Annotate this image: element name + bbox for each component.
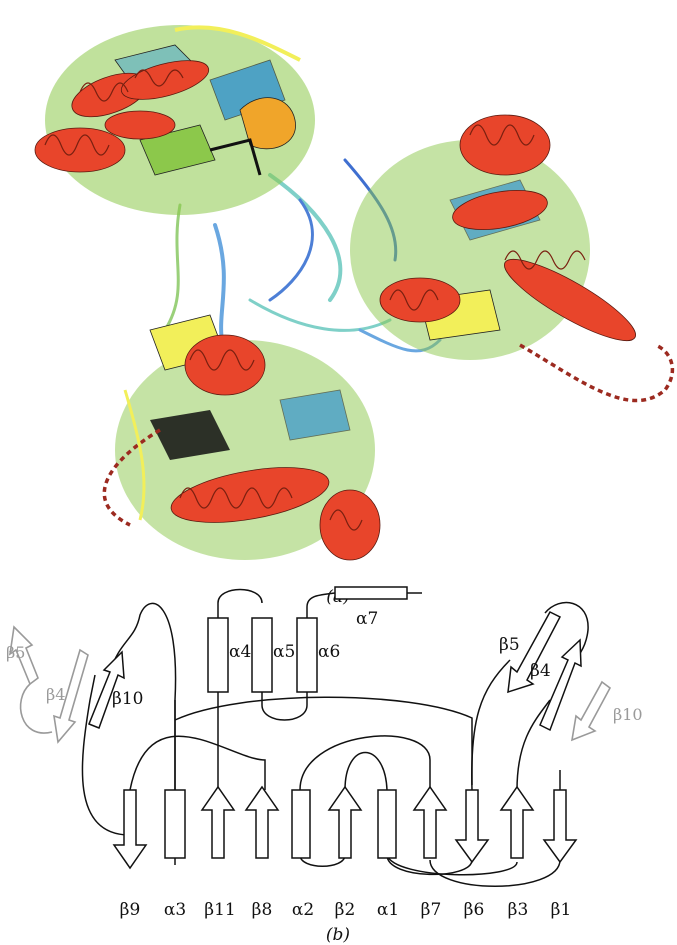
helix-a4: [208, 618, 228, 692]
label-b7: β7: [421, 900, 442, 920]
strand-b1: [544, 790, 576, 862]
label-a7: α7: [356, 609, 378, 629]
strand-b11: [202, 787, 234, 858]
label-a1: α1: [377, 900, 399, 920]
structure-cartoon: [35, 25, 672, 560]
label-b2: β2: [335, 900, 356, 920]
label-b1: β1: [551, 900, 572, 920]
domain-bottom-left: [104, 315, 380, 560]
label-b8: β8: [252, 900, 273, 920]
ghost-label-b5: β5: [6, 643, 25, 662]
helix-a5: [252, 618, 272, 692]
ghost-label-b10: β10: [613, 705, 643, 724]
strand-b6: [456, 790, 488, 862]
label-b6: β6: [464, 900, 485, 920]
strand-b3: [501, 787, 533, 858]
helix-a6: [297, 618, 317, 692]
strand-b2: [329, 787, 361, 858]
ghost-strand-right: β10: [572, 682, 643, 740]
topology-diagram: α7 α4 α5 α6 β10 β5 β4: [6, 587, 643, 920]
domain-right: [350, 115, 672, 401]
label-a2: α2: [292, 900, 314, 920]
ghost-label-b4: β4: [46, 685, 65, 704]
label-b10: β10: [112, 689, 143, 709]
label-b5: β5: [499, 635, 520, 655]
label-a4: α4: [229, 642, 251, 662]
label-a3: α3: [164, 900, 186, 920]
label-a6: α6: [318, 642, 340, 662]
bottom-row-labels: β9 α3 β11 β8 α2 β2 α1 β7 β6 β3 β1: [120, 900, 572, 920]
label-a5: α5: [273, 642, 295, 662]
panel-label-b: (b): [326, 925, 350, 945]
strand-b7: [414, 787, 446, 858]
helix-a3: [165, 790, 185, 858]
label-b3: β3: [508, 900, 529, 920]
strand-b4: [540, 640, 581, 730]
helix-a7: [335, 587, 407, 599]
helix-a2: [292, 790, 310, 858]
label-b11: β11: [204, 900, 235, 920]
domain-top-left: [35, 25, 315, 215]
strand-b9: [114, 790, 146, 868]
ghost-strands-left: β5 β4: [6, 627, 88, 742]
label-b9: β9: [120, 900, 141, 920]
strand-b8: [246, 787, 278, 858]
helix-a1: [378, 790, 396, 858]
label-b4: β4: [530, 661, 551, 681]
